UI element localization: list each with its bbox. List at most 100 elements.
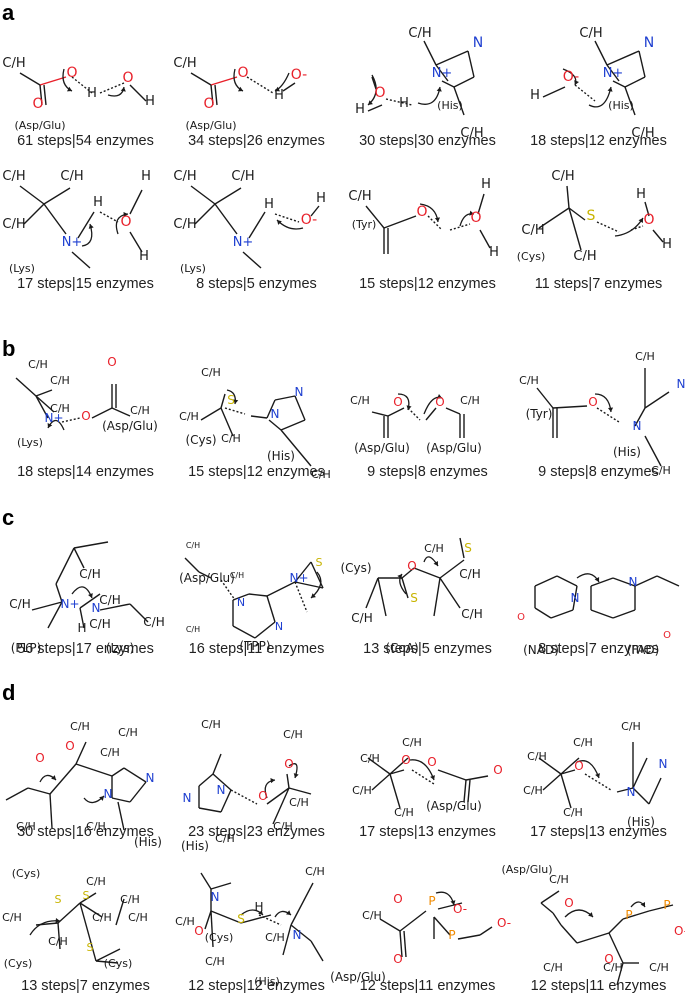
atom-label: (Lys) — [106, 641, 134, 655]
bond-line — [57, 922, 61, 950]
atom-label: N+ — [62, 235, 83, 250]
bond-line — [407, 407, 421, 421]
bond-line — [310, 205, 320, 217]
bond-line — [538, 757, 562, 775]
arrow-head — [406, 405, 412, 410]
bond-line — [55, 583, 63, 603]
bond-line — [129, 231, 143, 253]
bond-line — [220, 393, 226, 409]
bond-line — [652, 229, 664, 243]
bond-line — [71, 76, 93, 94]
bond-line — [624, 86, 636, 116]
atom-label: O — [35, 751, 44, 765]
bond-line — [79, 607, 85, 629]
bond-line — [367, 757, 391, 775]
atom-label: P — [663, 898, 670, 912]
bond-line — [572, 585, 578, 611]
bond-line — [622, 910, 650, 920]
atom-label: C/H — [2, 911, 22, 924]
bond-line — [606, 64, 620, 82]
mechanism-caption: 8 steps|7 enzymes — [538, 641, 659, 657]
bond-line — [49, 793, 53, 829]
mechanism-caption: 61 steps|54 enzymes — [17, 133, 154, 149]
bond-line — [453, 76, 475, 88]
atom-label: C/H — [175, 915, 195, 928]
bond-line — [608, 918, 624, 934]
bond-line — [560, 773, 572, 809]
atom-label: C/H — [563, 806, 583, 819]
atom-label: O — [416, 204, 427, 220]
atom-label: C/H — [79, 567, 100, 581]
bond-line — [111, 797, 131, 803]
atom-label: C/H — [50, 402, 70, 415]
atom-label: C/H — [186, 625, 200, 634]
atom-label: O — [407, 559, 416, 573]
bond-line — [111, 767, 125, 777]
bond-line — [290, 924, 312, 942]
bond-line — [560, 924, 578, 944]
atom-label: N+ — [44, 411, 63, 425]
bond-line — [248, 211, 266, 239]
mechanism-caption: 15 steps|12 enzymes — [359, 276, 496, 292]
arrow-head — [469, 210, 474, 216]
atom-label: H — [139, 249, 149, 264]
bond-line — [294, 581, 324, 589]
bond-line — [606, 50, 640, 66]
bond-line — [425, 407, 437, 421]
atom-label: C/H — [394, 806, 414, 819]
bond-line — [389, 769, 405, 775]
arrow-head — [51, 775, 56, 780]
atom-label: (His) — [613, 445, 641, 459]
atom-label: C/H — [519, 374, 539, 387]
bond-line — [79, 902, 103, 918]
arrow-head — [450, 900, 456, 905]
atom-label: H — [264, 197, 274, 212]
bond-line — [117, 801, 125, 831]
mechanism-diagram: C/HC/HC/HC/H(Cys)(CoA)SSO — [340, 537, 483, 655]
arrow-head — [595, 773, 600, 778]
bond-line — [552, 405, 588, 409]
atom-label: O — [284, 757, 293, 771]
bond-line — [23, 203, 45, 225]
bond-line — [35, 389, 53, 397]
arrow-head — [607, 407, 614, 412]
bond-line — [648, 904, 674, 912]
atom-label: S — [316, 556, 323, 569]
atom-label: (Asp/Glu) — [426, 799, 482, 813]
atom-label: P — [625, 908, 632, 922]
bond-line — [638, 50, 646, 78]
bond-line — [648, 777, 662, 805]
arrow-head — [397, 574, 402, 579]
bond-line — [27, 787, 51, 795]
bond-line — [282, 82, 296, 92]
atom-label: (Asp/Glu) — [354, 441, 410, 455]
bond-line — [198, 773, 214, 787]
bond-line — [274, 395, 296, 401]
atom-label: O — [32, 96, 43, 112]
bond-line — [129, 189, 143, 215]
bond-line — [79, 892, 97, 904]
bond-line — [123, 767, 147, 783]
bond-line — [39, 76, 67, 86]
arrow-head — [47, 423, 53, 428]
arrow-head — [434, 217, 441, 222]
bond-line — [479, 229, 491, 249]
bond-line — [294, 561, 312, 583]
bond-line — [463, 779, 467, 803]
atom-label: C/H — [100, 746, 120, 759]
atom-label: C/H — [60, 169, 83, 184]
panel-label-b: b — [2, 336, 16, 361]
mechanism-caption: 9 steps|8 enzymes — [538, 464, 659, 480]
atom-label: C/H — [205, 955, 225, 968]
atom-label: (Asp/Glu) — [185, 119, 236, 132]
arrow-head — [123, 211, 128, 218]
atom-label: (TPP) — [239, 639, 270, 653]
atom-label: C/H — [2, 169, 25, 184]
